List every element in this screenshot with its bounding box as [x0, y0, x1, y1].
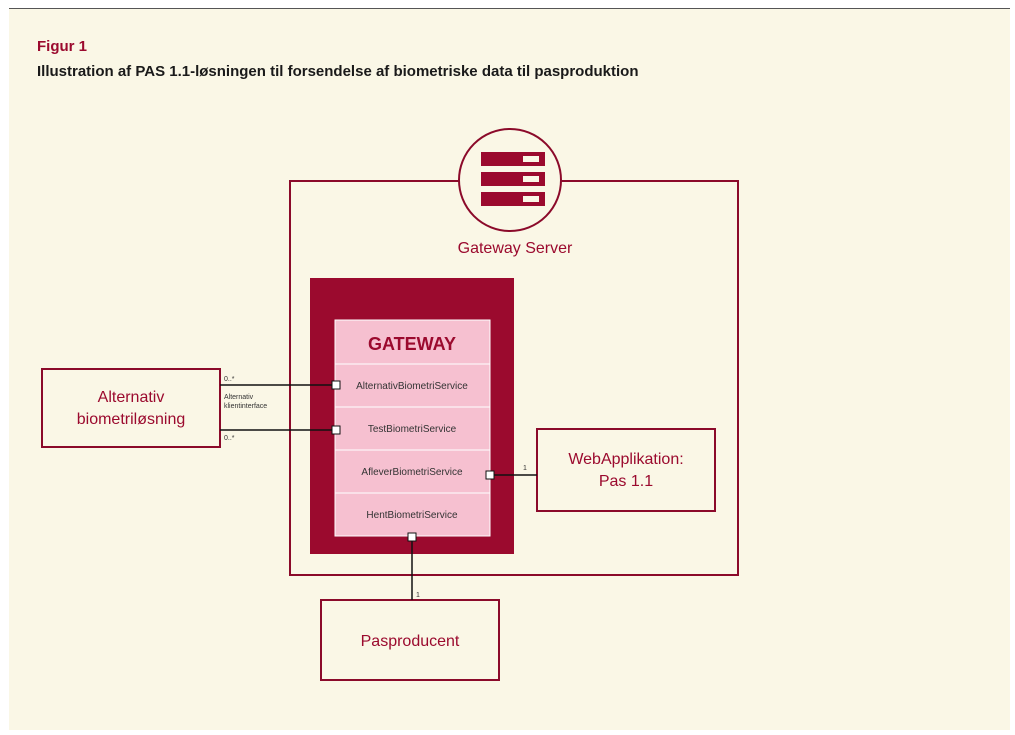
port-test	[331, 425, 341, 435]
alt-interface-line1: Alternativ	[224, 394, 254, 401]
alt-solution-line2: biometriløsning	[77, 411, 185, 428]
webapp-line1: WebApplikation:	[568, 451, 683, 468]
server-rack-icon	[458, 128, 562, 232]
webapp-line2: Pas 1.1	[599, 473, 653, 490]
figure-label: Figur 1	[37, 38, 88, 55]
webapp-box	[536, 428, 716, 512]
producer-label: Pasproducent	[361, 633, 460, 650]
multiplicity-many-2: 0..*	[224, 435, 235, 442]
figure-title: Illustration af PAS 1.1-løsningen til fo…	[37, 63, 639, 80]
multiplicity-producer: 1	[416, 592, 420, 599]
multiplicity-webapp: 1	[523, 465, 527, 472]
service-aflever: AfleverBiometriService	[361, 467, 463, 478]
port-aflever	[485, 470, 495, 480]
service-alternativ: AlternativBiometriService	[356, 381, 468, 392]
producer-box	[320, 599, 500, 681]
gateway-title: GATEWAY	[368, 334, 456, 354]
port-hent	[407, 532, 417, 542]
gateway-component	[334, 319, 491, 537]
service-test: TestBiometriService	[368, 424, 457, 435]
alt-solution-line1: Alternativ	[98, 389, 165, 406]
multiplicity-many-1: 0..*	[224, 376, 235, 383]
top-rule	[9, 8, 1010, 9]
gateway-server-label: Gateway Server	[458, 240, 573, 257]
port-alternativ	[331, 380, 341, 390]
service-hent: HentBiometriService	[366, 510, 458, 521]
alt-interface-line2: klientinterface	[224, 403, 267, 410]
alt-solution-box	[41, 368, 221, 448]
